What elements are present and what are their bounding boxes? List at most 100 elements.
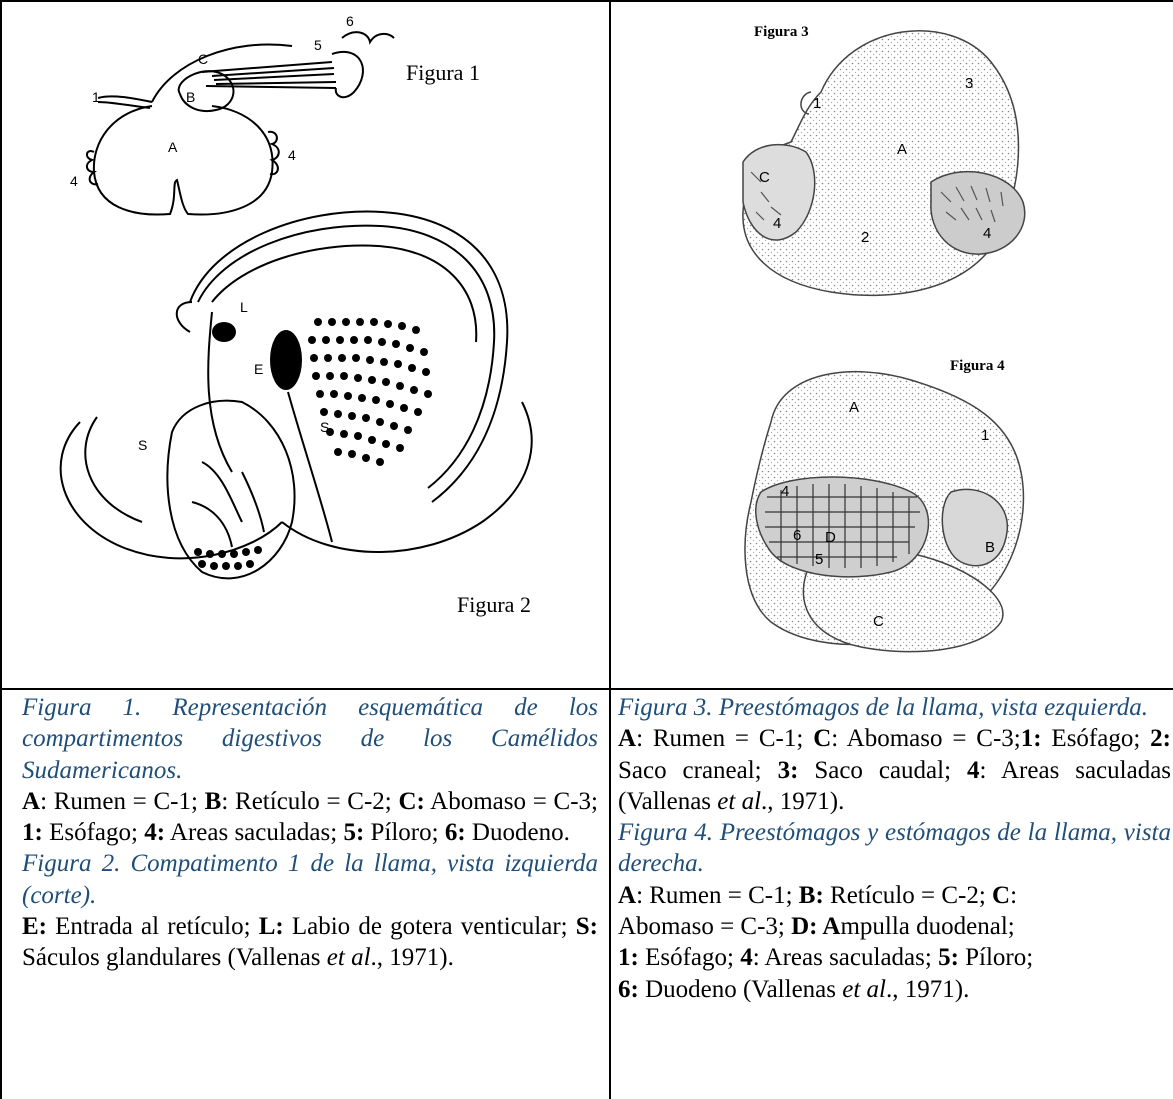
fig1-legend-4-text: Areas saculadas;	[165, 819, 343, 846]
fig1-legend-C-text: Abomaso = C-3;	[425, 788, 598, 815]
fig3-legend-2-text: Saco craneal;	[618, 757, 778, 784]
fig4-label-6: 6	[793, 527, 801, 544]
fig1-legend-5-key: 5:	[343, 819, 364, 846]
fig3-legend-A-key: A	[618, 725, 636, 752]
fig4-legend-6-text: Duodeno (Vallenas	[639, 976, 842, 1003]
fig1-label-4b: 4	[288, 147, 296, 163]
fig3-label-2: 2	[861, 229, 869, 246]
fig2-legend-S-key: S:	[576, 913, 598, 940]
fig1-legend: A: Rumen = C-1; B: Retículo = C-2; C: Ab…	[22, 786, 598, 849]
fig3-legend-4-key: 4	[967, 757, 980, 784]
fig3-legend-3-key: 3:	[778, 757, 799, 784]
fig1-label-B: B	[186, 89, 195, 105]
fig3-legend-1-text: Esófago;	[1042, 725, 1151, 752]
fig3-citation-etal: et al	[717, 788, 761, 815]
fig4-citation-year: ., 1971).	[886, 976, 969, 1003]
fig4-legend-6-key: 6:	[618, 976, 639, 1003]
fig2-legend: E: Entrada al retículo; L: Labio de gote…	[22, 911, 598, 974]
fig4-legend-1-key: 1:	[618, 944, 639, 971]
fig2-caption-title-text: Figura 2. Compatimento 1 de la llama, vi…	[22, 850, 598, 908]
fig3-legend-3-text: Saco caudal;	[798, 757, 951, 784]
fig1-label-6: 6	[346, 13, 354, 29]
fig1-label-1: 1	[92, 89, 100, 105]
figure-3-label: Figura 3	[754, 24, 809, 41]
fig4-caption-title-text: Figura 4. Preestómagos y estómagos de la…	[618, 819, 1171, 877]
fig1-legend-B-text: : Retículo = C-2;	[221, 788, 398, 815]
fig4-citation-etal: et al	[842, 976, 886, 1003]
fig2-legend-E-key: E:	[22, 913, 47, 940]
fig4-label-5: 5	[815, 551, 823, 568]
fig4-legend-B-text: Retículo = C-2;	[824, 882, 992, 909]
fig4-caption-title: Figura 4. Preestómagos y estómagos de la…	[618, 817, 1171, 880]
fig4-legend-5-key: 5:	[938, 944, 959, 971]
fig1-legend-A-text: : Rumen = C-1;	[40, 788, 205, 815]
fig1-legend-1-text: Esófago;	[43, 819, 144, 846]
fig1-legend-1-key: 1:	[22, 819, 43, 846]
fig3-label-4a: 4	[773, 215, 781, 232]
fig3-legend-C-key: C	[813, 725, 831, 752]
figure-4-label: Figura 4	[950, 358, 1005, 375]
fig4-legend: A: Rumen = C-1; B: Retículo = C-2; C: Ab…	[618, 880, 1171, 1005]
fig2-label-E: E	[254, 361, 263, 377]
fig1-caption-title: Figura 1. Representación esquemática de …	[22, 692, 598, 786]
fig1-label-4a: 4	[70, 173, 78, 189]
fig3-label-4b: 4	[983, 225, 991, 242]
fig1-legend-5-text: Píloro;	[364, 819, 445, 846]
fig4-legend-4-text: : Areas saculadas;	[753, 944, 938, 971]
table-row-divider	[0, 688, 1173, 690]
fig4-legend-4-key: 4	[740, 944, 753, 971]
fig3-legend-C-text: : Abomaso = C-3;	[831, 725, 1021, 752]
fig2-caption-title: Figura 2. Compatimento 1 de la llama, vi…	[22, 848, 598, 911]
fig4-legend-A-key: A	[618, 882, 636, 909]
fig3-label-A: A	[897, 141, 907, 158]
fig4-legend-B-key: B:	[799, 882, 824, 909]
fig4-label-D: D	[825, 529, 836, 546]
fig2-legend-S-text: Sáculos glandulares (Vallenas	[22, 944, 327, 971]
fig3-label-1: 1	[813, 95, 821, 112]
fig1-legend-4-key: 4:	[144, 819, 165, 846]
fig4-legend-5-text: Píloro;	[959, 944, 1033, 971]
fig2-citation-year: ., 1971).	[371, 944, 454, 971]
fig4-legend-abomaso-text: Abomaso = C-3;	[618, 913, 791, 940]
fig1-caption-title-text: Figura 1. Representación esquemática de …	[22, 694, 598, 784]
figure-2-label: Figura 2	[457, 592, 531, 618]
fig2-label-S2: S	[320, 419, 329, 435]
fig1-legend-6-key: 6:	[445, 819, 466, 846]
figure-3-4-illustration: 1 3 A C 4 2 4 A 1 4	[611, 2, 1173, 688]
fig1-legend-6-text: Duodeno.	[466, 819, 570, 846]
fig4-legend-D-key: D: A	[791, 913, 840, 940]
fig1-legend-C-key: C:	[398, 788, 424, 815]
fig2-citation-etal: et al	[327, 944, 371, 971]
left-caption-cell: Figura 1. Representación esquemática de …	[22, 692, 598, 1097]
fig1-legend-A-key: A	[22, 788, 40, 815]
fig2-legend-L-text: Labio de gotera venticular;	[284, 913, 576, 940]
fig2-label-L: L	[240, 299, 248, 315]
fig3-label-3: 3	[965, 75, 973, 92]
fig3-legend-1-key: 1:	[1021, 725, 1042, 752]
fig4-label-B: B	[985, 539, 995, 556]
fig2-legend-E-text: Entrada al retículo;	[47, 913, 259, 940]
fig4-label-1: 1	[981, 427, 989, 444]
fig3-legend-A-text: : Rumen = C-1;	[636, 725, 813, 752]
left-illustration-cell: 1 C B A 4 4 5 6	[2, 2, 609, 688]
fig4-legend-C-key: C	[992, 882, 1010, 909]
fig4-label-A: A	[849, 399, 859, 416]
fig3-caption-title: Figura 3. Preestómagos de la llama, vist…	[618, 692, 1171, 723]
figure-1-illustration: 1 C B A 4 4 5 6	[2, 2, 609, 688]
fig3-legend-2-key: 2:	[1150, 725, 1171, 752]
fig1-label-A: A	[168, 139, 178, 155]
fig2-legend-L-key: L:	[259, 913, 284, 940]
fig4-legend-D-text: mpulla duodenal;	[840, 913, 1014, 940]
fig4-legend-A-text: : Rumen = C-1;	[636, 882, 799, 909]
fig3-legend: A: Rumen = C-1; C: Abomaso = C-3;1: Esóf…	[618, 723, 1171, 817]
right-illustration-cell: 1 3 A C 4 2 4 A 1 4	[611, 2, 1173, 688]
fig3-label-C: C	[759, 169, 770, 186]
fig1-label-5: 5	[314, 37, 322, 53]
fig1-label-C: C	[198, 51, 208, 67]
fig4-legend-C-text: :	[1010, 882, 1017, 909]
fig2-label-S1: S	[138, 437, 147, 453]
fig1-legend-B-key: B	[205, 788, 222, 815]
right-caption-cell: Figura 3. Preestómagos de la llama, vist…	[618, 692, 1171, 1097]
figure-1-label: Figura 1	[406, 60, 480, 86]
